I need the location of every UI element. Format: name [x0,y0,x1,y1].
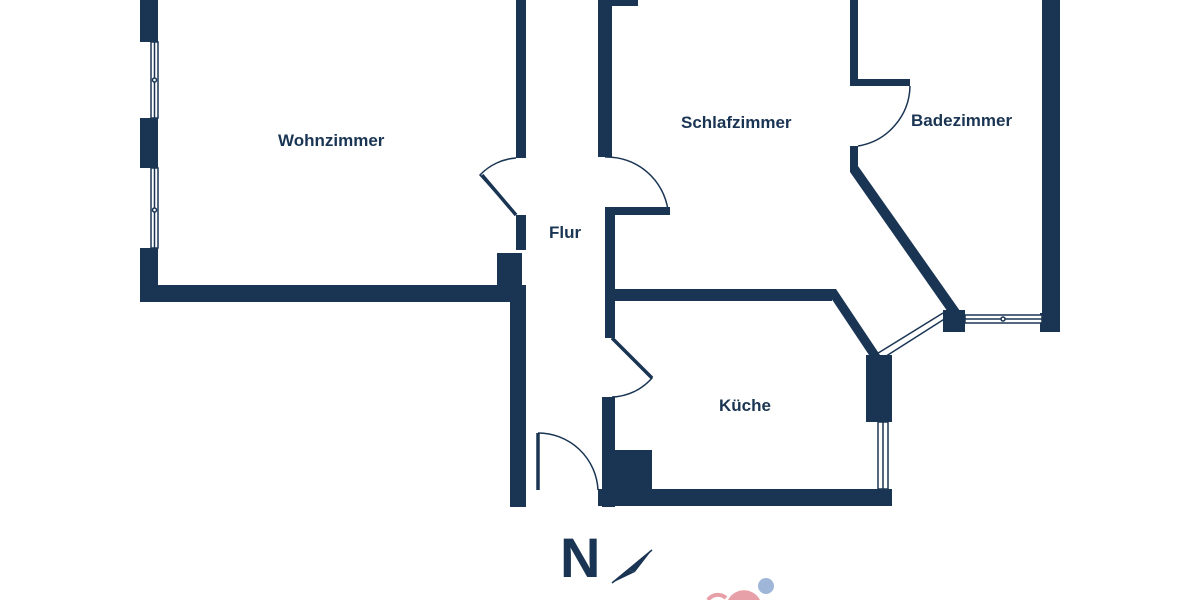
brand-logo-icon [706,578,774,600]
wall-segment [140,118,158,168]
wall-segment [140,285,520,302]
walls [140,0,1060,507]
wall-segment [1042,0,1060,332]
wall-segment [510,285,526,507]
door-swing [604,156,669,211]
wall-segment [612,289,832,301]
room-label-schlafzimmer: Schlafzimmer [681,113,792,132]
room-label-kueche: Küche [719,396,771,415]
wall-segment [140,0,158,42]
door-swing [537,432,599,491]
room-label-badezimmer: Badezimmer [911,111,1013,130]
wall-segment [850,0,858,86]
wall-segment [1040,313,1060,332]
wall-segment [598,0,612,157]
wall-segment [943,310,965,332]
wall-segment [612,450,652,506]
windows [150,41,1043,490]
window [874,312,944,356]
wall-segment [602,397,615,507]
wall-segment [516,215,526,250]
doors [478,85,911,491]
door-swing [857,85,911,147]
wall-segment [598,489,892,506]
wall-segment [605,208,615,338]
compass-north-label: N [560,526,601,589]
room-label-wohnzimmer: Wohnzimmer [278,131,385,150]
door-swing [611,337,654,398]
wall-segment [850,166,965,325]
wall-segment [605,207,670,215]
wall-segment [850,146,858,172]
wall-segment [850,79,910,86]
wall-segment [866,355,892,422]
compass-needle-icon [611,549,653,584]
wall-segment [598,0,638,6]
room-label-flur: Flur [549,223,582,242]
wall-segment [516,0,526,158]
door-swing [478,157,517,216]
wall-segment [825,289,880,355]
